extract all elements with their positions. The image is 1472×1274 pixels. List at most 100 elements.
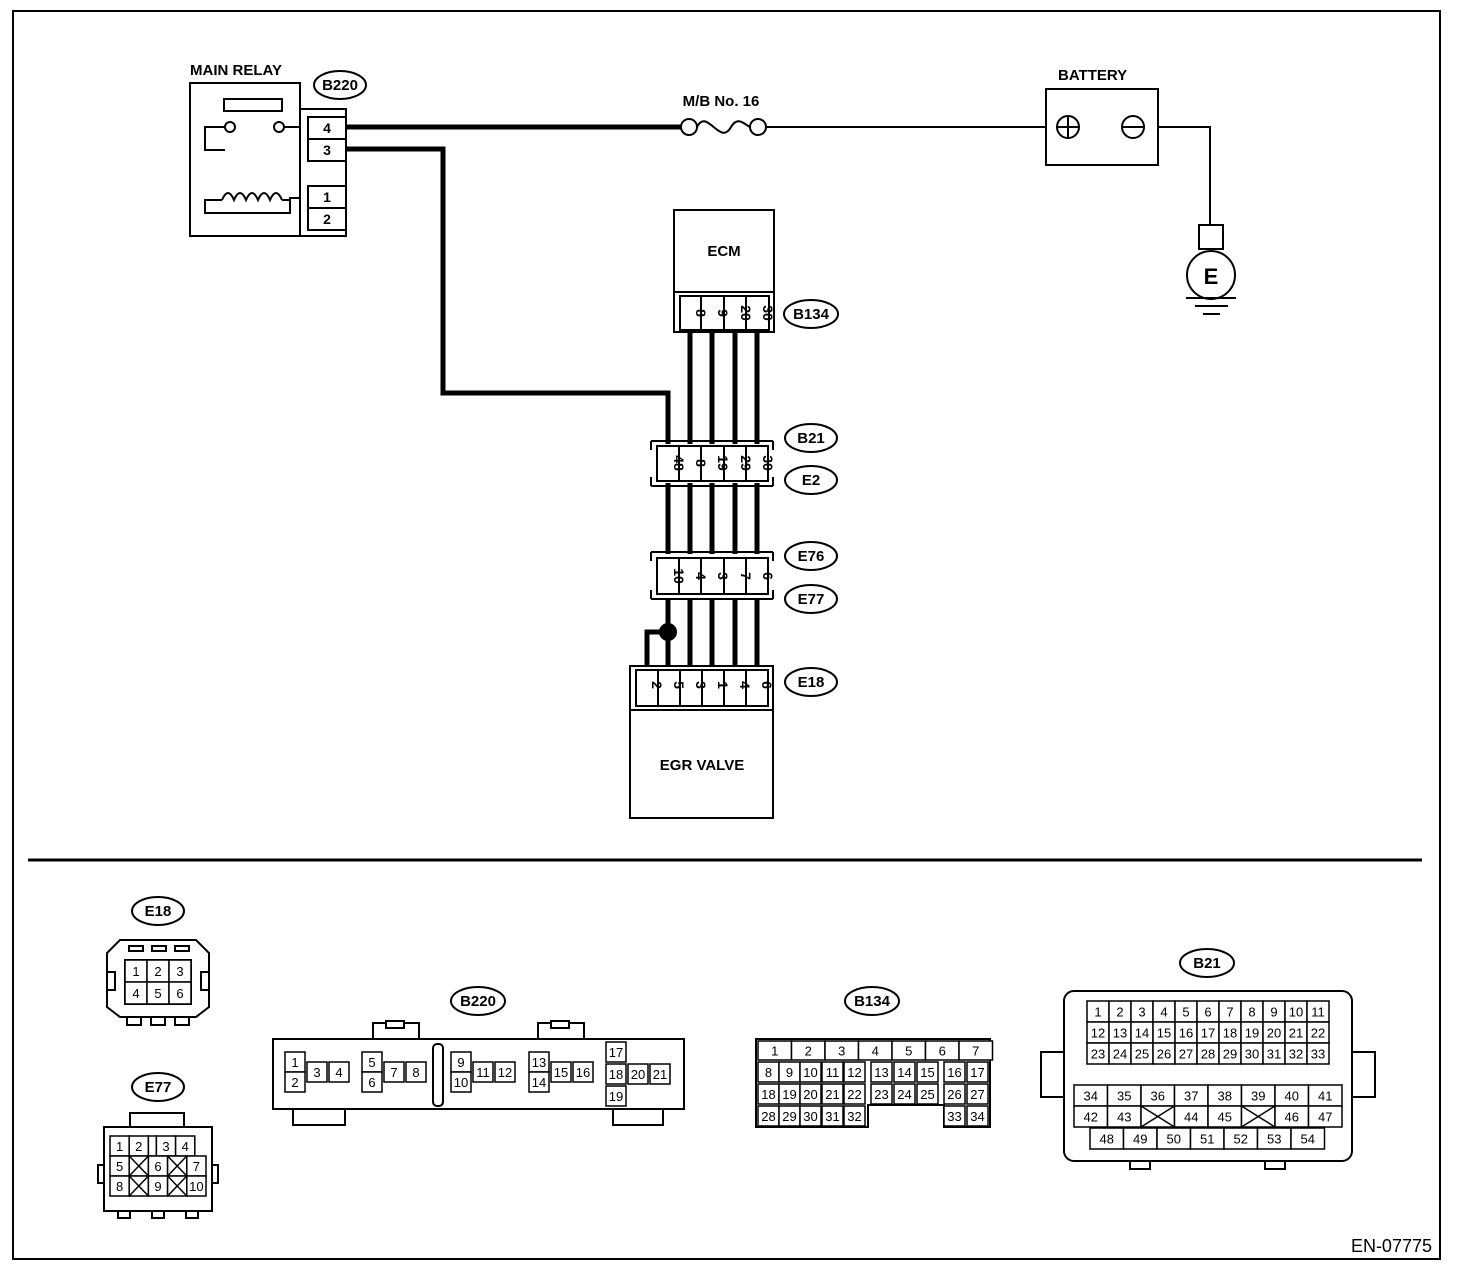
- b21-pin-label: 18: [1223, 1026, 1237, 1041]
- b21-pin-label: 52: [1234, 1132, 1248, 1147]
- e77-pin-label: 10: [189, 1179, 203, 1194]
- b21-pin-label: 34: [1084, 1089, 1098, 1104]
- b21-pin-label: 36: [1151, 1089, 1165, 1104]
- b220-connector-id: B220: [313, 70, 367, 100]
- b21-pin-label: 7: [1226, 1005, 1233, 1020]
- e77-blank-mark: [128, 1175, 149, 1197]
- b21-pin: 30: [760, 455, 776, 471]
- b134-cell: [943, 1083, 966, 1105]
- e18-pin-label: 3: [176, 964, 183, 979]
- b21-pin-label: 41: [1318, 1089, 1332, 1104]
- b134-cell: [821, 1083, 844, 1105]
- battery: BATTERY: [1045, 67, 1159, 166]
- b134-pin-label: 13: [874, 1065, 888, 1080]
- b21-pin-label: 8: [1248, 1005, 1255, 1020]
- b134-pin-label: 26: [947, 1087, 961, 1102]
- b220-pin-label: 8: [412, 1065, 419, 1080]
- ecm-pin: 9: [715, 309, 731, 317]
- wire-relay3-b21: [346, 146, 671, 444]
- b220-pin-label: 15: [554, 1065, 568, 1080]
- b134-pin-label: 19: [782, 1087, 796, 1102]
- b21-pin: 48: [671, 455, 687, 471]
- b220-pin-label: 19: [609, 1089, 623, 1104]
- svg-text:B21: B21: [1193, 955, 1221, 972]
- b220-cell: [605, 1085, 627, 1107]
- b220-pin-label: 5: [368, 1055, 375, 1070]
- b21-cell: [1307, 1105, 1343, 1128]
- relay-pin-2: 2: [323, 211, 331, 227]
- b220-pin-label: 13: [532, 1055, 546, 1070]
- b220-cell: [472, 1061, 494, 1083]
- e77-pin-label: 5: [116, 1159, 123, 1174]
- e18-cell: [168, 981, 192, 1005]
- b220-cell: [450, 1071, 472, 1093]
- e77-pin-label: 3: [162, 1139, 169, 1154]
- b21-pin-label: 2: [1116, 1005, 1123, 1020]
- b134-cell: [821, 1105, 844, 1127]
- b21-pin-label: 17: [1201, 1026, 1215, 1041]
- e77-connector-id: E77: [784, 584, 838, 614]
- b21-pin-label: 33: [1311, 1047, 1325, 1062]
- e18-pin: 6: [759, 681, 775, 689]
- b220-pin-label: 10: [454, 1075, 468, 1090]
- b134-cell: [893, 1061, 916, 1083]
- b21-cell: [1306, 1042, 1330, 1065]
- e76-pin: 4: [693, 572, 709, 580]
- b220-cell: [306, 1061, 328, 1083]
- figure-id: EN-07775: [1351, 1236, 1432, 1256]
- b134-pin-label: 17: [970, 1065, 984, 1080]
- b134-pin-label: 20: [803, 1087, 817, 1102]
- b21-pin-label: 22: [1311, 1026, 1325, 1041]
- svg-text:E18: E18: [145, 903, 172, 920]
- b134-pin-label: 31: [825, 1109, 839, 1124]
- egr-valve-label: EGR VALVE: [660, 757, 744, 774]
- e18-pin: 4: [737, 681, 753, 689]
- outer-frame: [12, 10, 1441, 1260]
- ecm-label: ECM: [707, 243, 740, 260]
- e18-pin-label: 6: [176, 986, 183, 1001]
- b134-cell: [966, 1083, 989, 1105]
- b21-pin-label: 23: [1091, 1047, 1105, 1062]
- b220-pin-label: 3: [313, 1065, 320, 1080]
- e18-pin-label: 5: [154, 986, 161, 1001]
- b21-pin-label: 37: [1184, 1089, 1198, 1104]
- b134-pin-label: 24: [897, 1087, 911, 1102]
- ecm-pin: 8: [693, 309, 709, 317]
- b21-pin-label: 35: [1117, 1089, 1131, 1104]
- b21-pin-label: 28: [1201, 1047, 1215, 1062]
- b134-pin-label: 30: [803, 1109, 817, 1124]
- e76-pin: 7: [738, 572, 754, 580]
- b220-pin-label: 20: [631, 1067, 645, 1082]
- b21-pin-label: 26: [1157, 1047, 1171, 1062]
- wires: [346, 124, 1211, 668]
- svg-text:B220: B220: [460, 993, 496, 1010]
- b21-pin-label: 4: [1160, 1005, 1167, 1020]
- battery-label: BATTERY: [1058, 67, 1127, 84]
- b134-pin-label: 6: [939, 1044, 946, 1059]
- b134-cell: [966, 1061, 989, 1083]
- b21-pin-label: 11: [1311, 1005, 1325, 1020]
- b134-pin-label: 1: [771, 1044, 778, 1059]
- relay-pin-1: 1: [323, 189, 331, 205]
- b134-pin-label: 32: [847, 1109, 861, 1124]
- b21-pin-label: 51: [1200, 1132, 1214, 1147]
- b134-cell: [843, 1083, 866, 1105]
- svg-text:E18: E18: [798, 674, 825, 691]
- e77-cell: [147, 1135, 158, 1157]
- b21-pin-label: 45: [1218, 1110, 1232, 1125]
- b134-pin-label: 29: [782, 1109, 796, 1124]
- b21-pin-label: 5: [1182, 1005, 1189, 1020]
- main-relay: MAIN RELAY 4 3 1 2 B220: [189, 62, 367, 237]
- b21-pin-label: 25: [1135, 1047, 1149, 1062]
- egr-valve: 2 5 3 1 4 6 EGR VALVE E18: [629, 665, 838, 819]
- main-relay-label: MAIN RELAY: [190, 62, 282, 79]
- b134-pin-label: 3: [838, 1044, 845, 1059]
- b134-cell: [843, 1061, 866, 1083]
- e77-pin-label: 4: [182, 1139, 189, 1154]
- e76-pin: 6: [760, 572, 776, 580]
- b134-pin-label: 12: [847, 1065, 861, 1080]
- b134-pin-label: 11: [826, 1065, 840, 1080]
